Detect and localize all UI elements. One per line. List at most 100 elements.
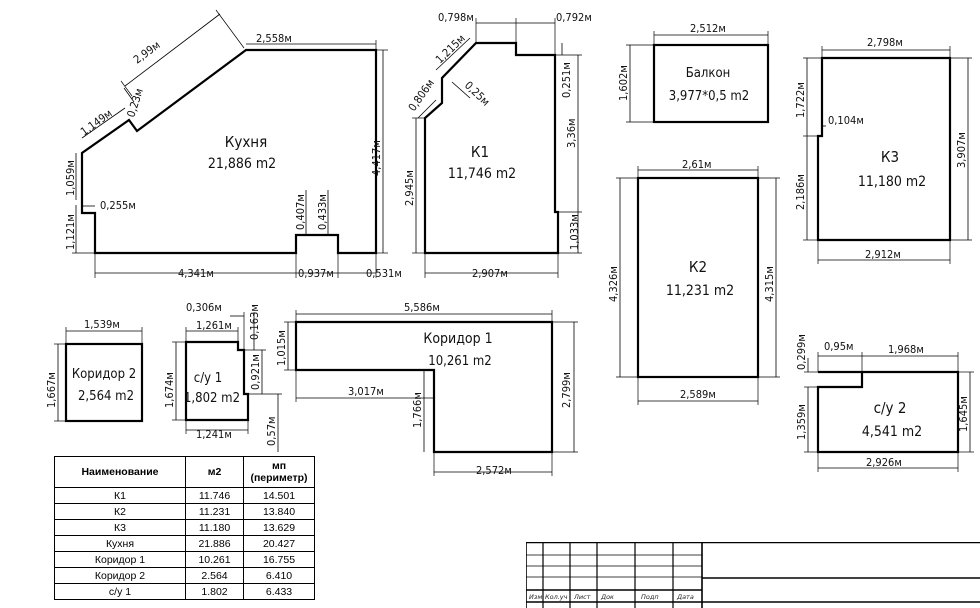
dim-k1-bottom: 2,907м xyxy=(472,267,508,280)
dim-su1-bottom: 1,241м xyxy=(196,428,232,441)
cell-perimeter: 6.410 xyxy=(243,567,315,584)
dim-kitchen-diag-offset: 0,23м xyxy=(124,87,145,119)
dim-su2-bottom: 2,926м xyxy=(866,456,902,469)
stamp-label-dok: Док xyxy=(600,593,614,601)
dim-k1-top-right: 0,792м xyxy=(556,11,592,24)
room-corridor1: 5,586м 1,015м 3,017м 1,766м 2,799м 2,572… xyxy=(275,301,578,477)
table-row: К1 11.746 14.501 xyxy=(54,487,315,504)
room-name-kitchen: Кухня xyxy=(225,133,268,151)
dim-c1-left: 1,015м xyxy=(275,330,288,366)
title-block: Изм Кол.уч Лист Док Подп Дата xyxy=(526,542,980,608)
dim-k2-left: 4,326м xyxy=(607,266,620,302)
dim-balcony-top: 2,512м xyxy=(690,22,726,35)
dim-balcony-left: 1,602м xyxy=(617,65,630,101)
room-area-k2: 11,231 m2 xyxy=(666,283,734,299)
dim-kitchen-bottom-mid: 0,937м xyxy=(298,267,334,280)
room-name-k3: К3 xyxy=(881,148,899,166)
dim-kitchen-left-upper: 1,059м xyxy=(64,160,77,196)
room-area-kitchen: 21,886 m2 xyxy=(208,156,276,172)
cell-area: 11.231 xyxy=(185,503,244,520)
dim-k3-right: 3,907м xyxy=(955,132,968,168)
table-row: К2 11.231 13.840 xyxy=(54,503,315,520)
dim-k3-top: 2,798м xyxy=(867,36,903,49)
dim-kitchen-bottom-right: 0,531м xyxy=(366,267,402,280)
room-area-su2: 4,541 m2 xyxy=(862,424,922,440)
table-row: К3 11.180 13.629 xyxy=(54,519,315,536)
stamp-label-izm: Изм xyxy=(529,593,542,601)
dim-c2-left: 1,667м xyxy=(45,372,58,408)
cell-area: 11.746 xyxy=(185,487,244,504)
dim-k3-left-upper: 1,722м xyxy=(794,82,807,118)
cell-name: К2 xyxy=(54,503,186,520)
dim-su2-left: 1,359м xyxy=(795,404,808,440)
cell-perimeter: 20.427 xyxy=(243,535,315,552)
table-header-row: Наименование м2 мп (периметр) xyxy=(54,456,315,488)
room-name-corridor1: Коридор 1 xyxy=(423,331,492,347)
stamp-label-list: Лист xyxy=(573,593,591,601)
dim-kitchen-left-lower: 1,121м xyxy=(64,214,77,250)
dim-su1-right-bottom: 0,57м xyxy=(265,417,278,447)
dim-k2-right: 4,315м xyxy=(763,266,776,302)
dim-k1-diag-small: 0,806м xyxy=(406,77,437,114)
cell-perimeter: 6.433 xyxy=(243,583,315,600)
table-row: с/у 1 1.802 6.433 xyxy=(54,583,315,600)
dim-su2-top-right: 1,968м xyxy=(888,343,924,356)
room-k1: 0,798м 0,792м 1,215м 0,806м 0,25м 0,251м… xyxy=(403,11,592,280)
header-perimeter-line2: (периметр) xyxy=(250,472,308,484)
room-kitchen: 2,99м 2,558м 0,23м 1,149м 1,059м 0,255м … xyxy=(64,9,402,280)
dim-su2-top-small: 0,299м xyxy=(795,334,808,370)
dim-c2-top: 1,539м xyxy=(84,318,120,331)
room-name-su1: с/у 1 xyxy=(194,371,222,386)
cell-name: Коридор 1 xyxy=(54,551,186,568)
dim-kitchen-right: 4,417м xyxy=(370,140,383,176)
room-name-su2: с/у 2 xyxy=(874,399,907,417)
room-balcony: 2,512м 1,602м Балкон 3,977*0,5 m2 xyxy=(617,22,770,124)
room-name-k2: К2 xyxy=(689,258,707,276)
dim-kitchen-notch: 0,255м xyxy=(100,199,136,212)
dim-k3-notch: 0,104м xyxy=(828,114,864,127)
stamp-label-kol-uch: Кол.уч xyxy=(545,593,568,601)
dim-c1-right: 2,799м xyxy=(560,372,573,408)
header-area: м2 xyxy=(185,456,244,488)
title-block-grid xyxy=(526,542,980,608)
cell-perimeter: 13.629 xyxy=(243,519,315,536)
cell-name: с/у 1 xyxy=(54,583,186,600)
room-corridor2: 1,539м 1,667м Коридор 2 2,564 m2 xyxy=(45,318,144,423)
room-name-k1: К1 xyxy=(471,143,489,161)
dim-kitchen-step-a: 0,407м xyxy=(294,194,307,230)
room-area-corridor1: 10,261 m2 xyxy=(428,354,491,369)
cell-area: 2.564 xyxy=(185,567,244,584)
dim-c1-inner-h: 3,017м xyxy=(348,385,384,398)
room-k3: 2,798м 1,722м 0,104м 2,186м 3,907м 2,912… xyxy=(794,36,972,264)
cell-perimeter: 14.501 xyxy=(243,487,315,504)
dim-su1-right-top: 0,163м xyxy=(248,304,261,340)
room-su1: 0,306м 1,261м 0,163м 1,674м 0,921м 1,241… xyxy=(163,301,282,452)
dim-k1-right-mid: 3,36м xyxy=(565,119,578,149)
dim-c1-top: 5,586м xyxy=(404,301,440,314)
dim-kitchen-top-diag: 2,99м xyxy=(131,39,163,67)
cell-name: Коридор 2 xyxy=(54,567,186,584)
room-area-k1: 11,746 m2 xyxy=(448,166,516,182)
room-area-balcony: 3,977*0,5 m2 xyxy=(669,89,749,104)
dim-su1-top-small: 0,306м xyxy=(186,301,222,314)
dim-su2-right: 1,645м xyxy=(957,396,970,432)
dim-k1-right-top: 0,251м xyxy=(560,62,573,98)
dim-su1-left: 1,674м xyxy=(163,372,176,408)
cell-area: 1.802 xyxy=(185,583,244,600)
cell-name: Кухня xyxy=(54,535,186,552)
dim-kitchen-bottom: 4,341м xyxy=(178,267,214,280)
area-table: Наименование м2 мп (периметр) К1 11.746 … xyxy=(54,456,315,600)
cell-area: 11.180 xyxy=(185,519,244,536)
dim-k2-bottom: 2,589м xyxy=(680,388,716,401)
room-name-balcony: Балкон xyxy=(686,66,731,81)
table-row: Коридор 1 10.261 16.755 xyxy=(54,551,315,568)
dim-c1-inner-v: 1,766м xyxy=(411,392,424,428)
cell-area: 10.261 xyxy=(185,551,244,568)
cell-perimeter: 16.755 xyxy=(243,551,315,568)
cell-name: К1 xyxy=(54,487,186,504)
dim-k1-right-bottom: 1,033м xyxy=(568,214,581,250)
room-area-corridor2: 2,564 m2 xyxy=(78,389,134,404)
room-k2: 2,61м 4,326м 4,315м 2,589м К2 11,231 m2 xyxy=(607,158,780,405)
table-row: Кухня 21.886 20.427 xyxy=(54,535,315,552)
